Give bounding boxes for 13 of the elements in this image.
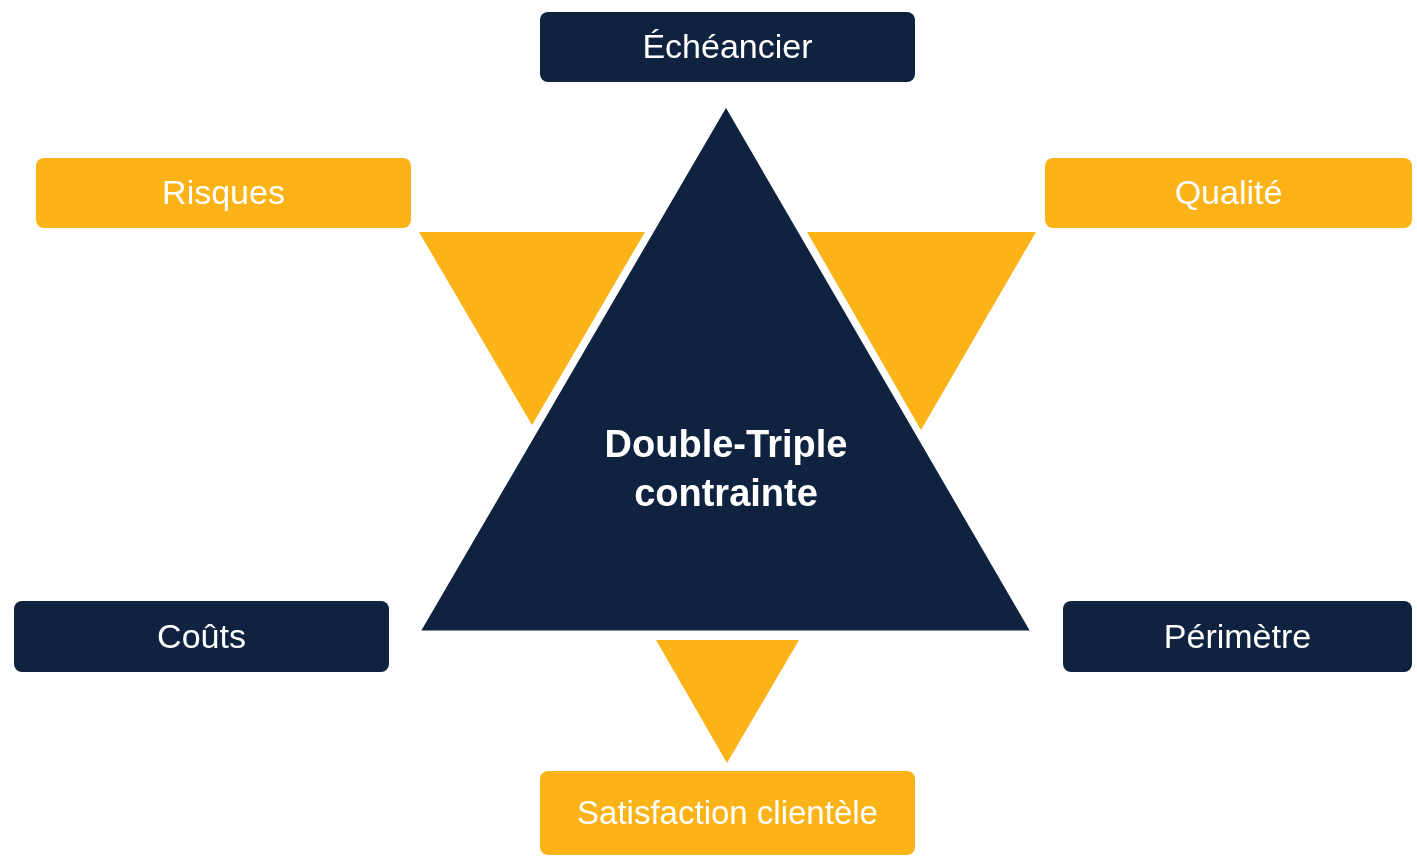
box-label: Échéancier [642,29,813,65]
box-label: Qualité [1174,175,1283,211]
label-box [1045,158,1412,228]
label-box [540,12,915,82]
box-label: Satisfaction clientèle [577,795,878,831]
box-label: Périmètre [1163,618,1312,655]
box-label: Coûts [157,618,246,655]
box-label: Risques [162,175,285,211]
label-box [14,601,389,672]
label-box [36,158,411,228]
label-box [540,771,915,855]
label-box [1063,601,1412,672]
center-label: Double-Triple contrainte [603,422,849,517]
